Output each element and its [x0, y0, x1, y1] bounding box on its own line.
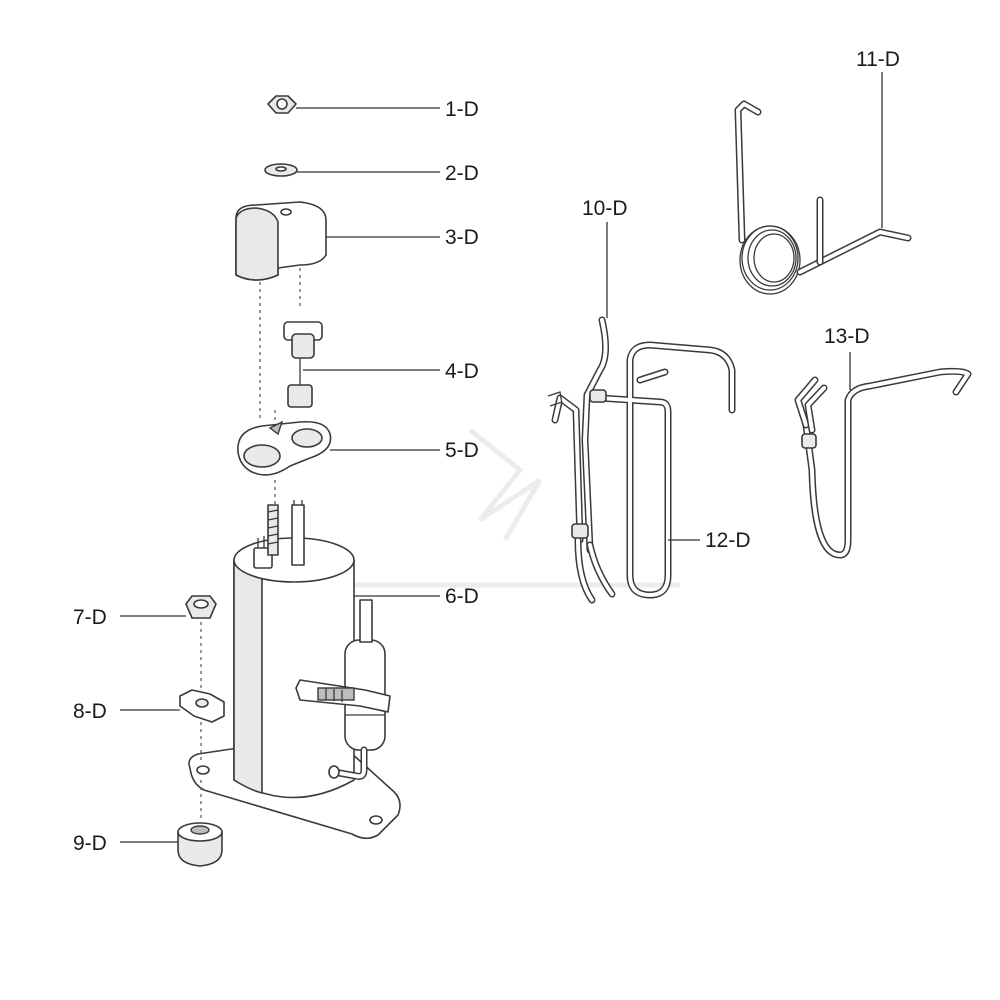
part-10-12-pipe-assembly[interactable] — [547, 222, 736, 604]
label-10-d: 10-D — [582, 197, 628, 220]
label-1-d: 1-D — [445, 98, 479, 121]
label-7-d: 7-D — [73, 606, 107, 629]
part-13-pipe[interactable] — [794, 352, 972, 559]
part-3-terminal-cover[interactable] — [235, 201, 440, 420]
part-7-nut[interactable] — [120, 595, 217, 688]
label-4-d: 4-D — [445, 360, 479, 383]
part-5-gasket[interactable] — [237, 420, 440, 505]
label-2-d: 2-D — [445, 162, 479, 185]
part-11-capillary-tube[interactable] — [734, 72, 912, 295]
part-6-compressor[interactable] — [188, 500, 440, 840]
part-9-grommet[interactable] — [120, 780, 223, 867]
watermark-logo — [300, 428, 680, 588]
label-11-d: 11-D — [856, 48, 900, 71]
part-8-bracket[interactable] — [120, 689, 225, 760]
part-1-nut[interactable] — [267, 95, 440, 114]
part-4-thermal-protector[interactable] — [274, 321, 440, 440]
label-13-d: 13-D — [824, 325, 870, 348]
label-12-d: 12-D — [705, 529, 751, 552]
label-6-d: 6-D — [445, 585, 479, 608]
label-3-d: 3-D — [445, 226, 479, 249]
callout-labels: 1-D 2-D 3-D 4-D 5-D 6-D 7-D 8-D 9-D 10-D… — [73, 48, 900, 855]
label-8-d: 8-D — [73, 700, 107, 723]
part-2-washer[interactable] — [264, 163, 440, 177]
label-5-d: 5-D — [445, 439, 479, 462]
label-9-d: 9-D — [73, 832, 107, 855]
